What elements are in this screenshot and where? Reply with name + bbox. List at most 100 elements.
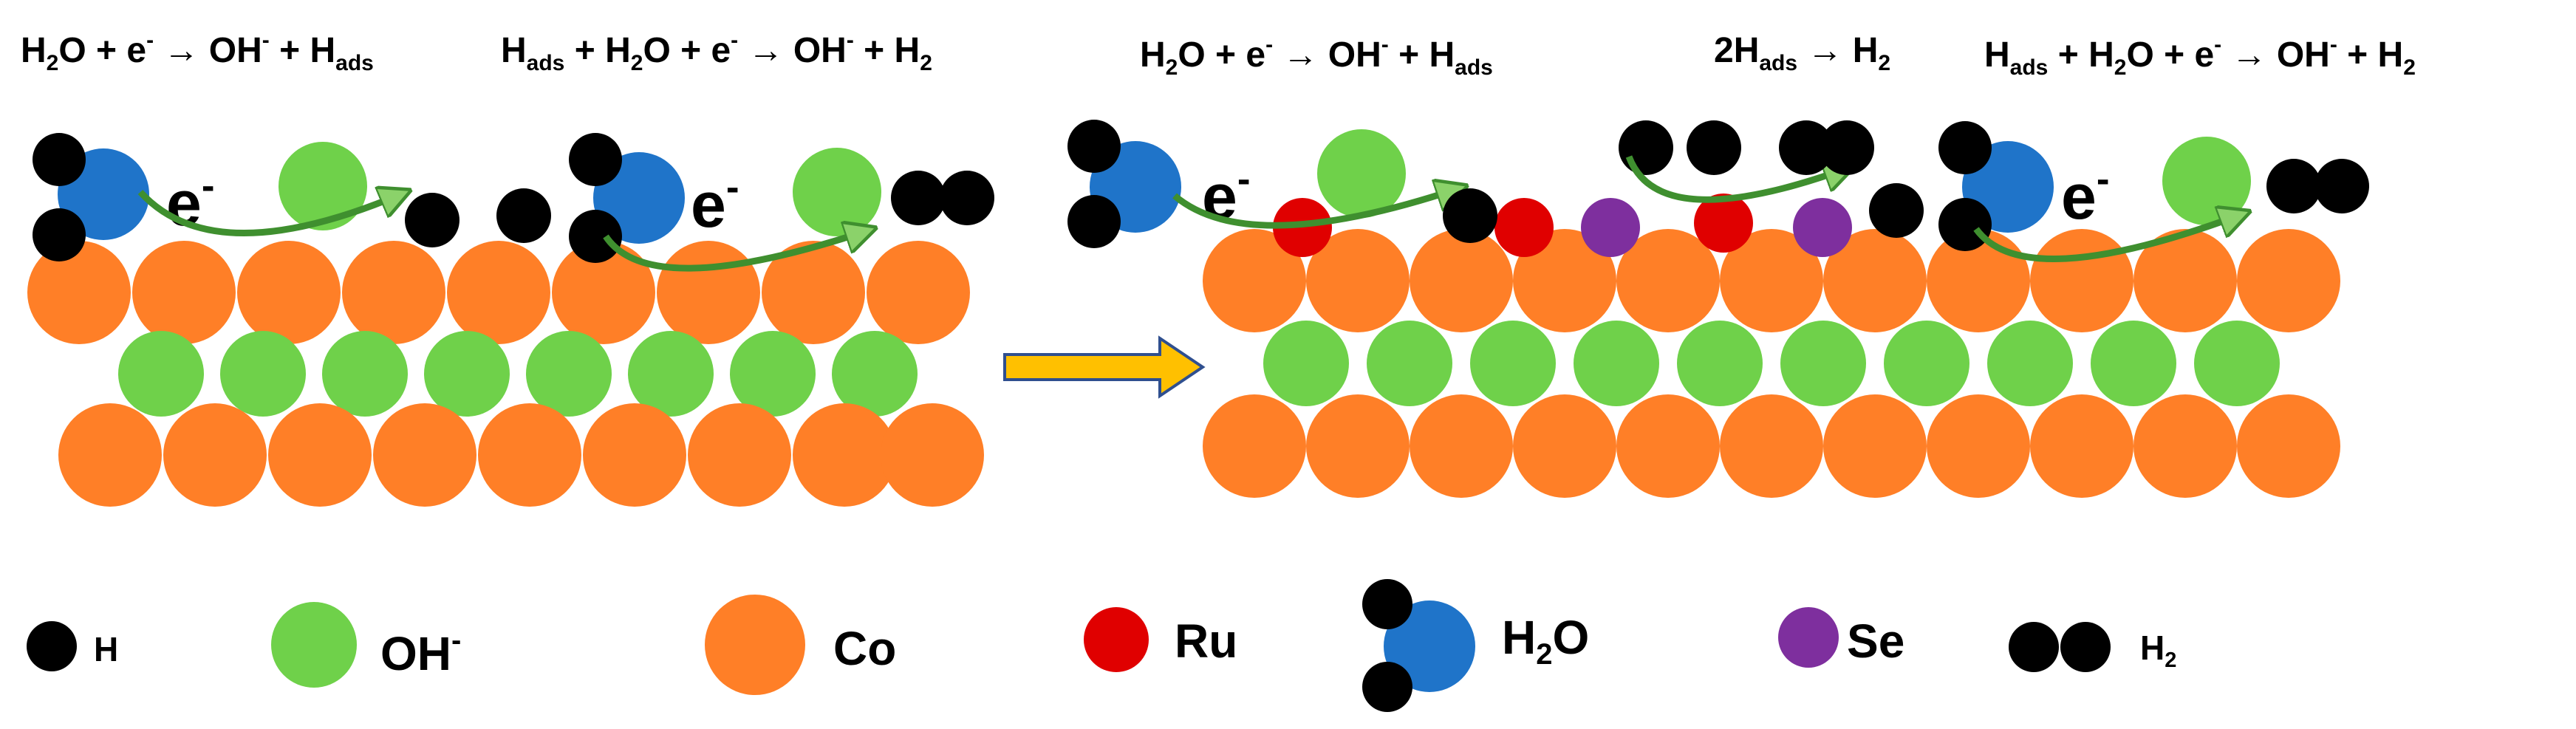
- oh-group: [118, 331, 204, 417]
- co-atom: [373, 403, 476, 507]
- oh-group: [2091, 321, 2176, 406]
- co-atom: [1513, 229, 1616, 332]
- hydrogen-atom: [1938, 121, 1992, 174]
- hydrogen-atom: [569, 210, 622, 263]
- right-water-molecule-2: [1938, 121, 2054, 251]
- legend-h2-label: H2: [2140, 629, 2176, 672]
- oh-group: [1470, 321, 1556, 406]
- oh-group: [832, 331, 918, 417]
- co-atom: [2030, 394, 2133, 498]
- hydrogen-atom: [33, 208, 86, 261]
- equation-tafel: 2Hads → H2: [1714, 31, 1890, 75]
- legend-item-h2: H2: [2009, 622, 2176, 672]
- oh-product: [1317, 129, 1406, 218]
- electron-label: e-: [1202, 157, 1251, 233]
- oh-group: [220, 331, 306, 417]
- equation-heyrovsky-left: Hads + H2O + e- → OH- + H2: [501, 28, 932, 75]
- text-run: O: [1552, 611, 1589, 664]
- left-oh-middle-layer: [118, 331, 918, 417]
- co-atom: [1823, 229, 1927, 332]
- left-co-bottom-layer: [58, 403, 984, 507]
- text-run: -: [451, 624, 461, 657]
- co-atom: [268, 403, 372, 507]
- text-run: ads: [1759, 51, 1797, 75]
- hydrogen-atom: [33, 133, 86, 186]
- text-run: 2: [920, 51, 932, 75]
- co-atom: [1203, 394, 1306, 498]
- co-atom: [793, 403, 896, 507]
- co-atom: [27, 241, 131, 344]
- co-atom: [1927, 394, 2030, 498]
- oh-group: [526, 331, 612, 417]
- legend-oh-swatch: [271, 602, 357, 688]
- legend-water-oxygen: [1384, 600, 1475, 692]
- text-run: ads: [1455, 55, 1493, 80]
- legend-ru-swatch: [1084, 607, 1149, 672]
- text-run: Ru: [1175, 615, 1237, 668]
- text-run: e: [2061, 162, 2097, 233]
- hydrogen-atom: [1779, 120, 1834, 175]
- legend-h2-atom: [2060, 622, 2111, 672]
- equation-volmer-right: H2O + e- → OH- + Hads: [1140, 32, 1493, 80]
- text-run: Se: [1847, 615, 1904, 668]
- left-catalyst: [27, 241, 984, 507]
- ru-atom: [1694, 194, 1753, 253]
- co-atom: [2133, 229, 2237, 332]
- text-run: -: [2330, 32, 2337, 57]
- text-run: e: [691, 170, 726, 241]
- text-run: 2: [1878, 51, 1890, 75]
- electron-transfer-arrow: [603, 230, 868, 272]
- legend-co-swatch: [705, 595, 805, 695]
- legend-co-label: Co: [833, 622, 896, 675]
- oh-group: [730, 331, 816, 417]
- oh-group: [1884, 321, 1969, 406]
- hydrogen-atom: [1938, 198, 1992, 251]
- co-atom: [762, 241, 865, 344]
- text-run: O + e: [2126, 35, 2214, 75]
- oh-group: [628, 331, 714, 417]
- text-run: 2: [2165, 648, 2176, 672]
- text-run: H: [1502, 611, 1536, 664]
- electron-transfer-arrow: [1973, 214, 2242, 262]
- adsorbed-hydrogen: [1443, 188, 1497, 243]
- text-run: + H: [1389, 35, 1455, 75]
- text-run: Co: [833, 622, 896, 675]
- text-run: -: [146, 28, 154, 52]
- legend-item-h: H: [27, 621, 118, 671]
- co-atom: [1720, 394, 1823, 498]
- electron-transfer-arrow: [1172, 188, 1459, 229]
- legend: H OH- Co Ru H2O Se H2: [27, 579, 2176, 712]
- text-run: + H: [854, 31, 920, 70]
- oh-group: [1367, 321, 1452, 406]
- hydrogen-atom: [1067, 195, 1121, 248]
- text-run: H: [94, 630, 118, 668]
- co-atom: [478, 403, 581, 507]
- text-run: -: [1265, 32, 1273, 57]
- co-atom: [881, 403, 984, 507]
- hydrogen-atom: [2314, 159, 2369, 213]
- text-run: 2: [631, 51, 643, 75]
- adsorbed-hydrogen: [405, 193, 459, 247]
- oh-product: [793, 148, 881, 236]
- oh-group: [322, 331, 408, 417]
- hydrogen-atom: [1619, 120, 1673, 175]
- co-atom: [1616, 229, 1720, 332]
- legend-ru-label: Ru: [1175, 615, 1237, 668]
- adsorbed-hydrogen: [496, 188, 551, 243]
- right-water-molecule-1: [1067, 120, 1181, 248]
- text-run: H: [21, 31, 47, 70]
- text-run: H: [2140, 629, 2165, 667]
- legend-h-label: H: [94, 630, 118, 668]
- co-atom: [657, 241, 760, 344]
- h2-product: [891, 171, 994, 225]
- ru-atom: [1494, 198, 1554, 257]
- se-atom: [1581, 198, 1640, 257]
- text-run: → OH: [738, 31, 847, 70]
- text-run: -: [847, 28, 854, 52]
- legend-item-water: H2O: [1362, 579, 1589, 712]
- text-run: ads: [335, 51, 374, 75]
- text-run: O + e: [58, 31, 146, 70]
- co-atom: [688, 403, 791, 507]
- legend-se-label: Se: [1847, 615, 1904, 668]
- text-run: 2: [2403, 55, 2416, 80]
